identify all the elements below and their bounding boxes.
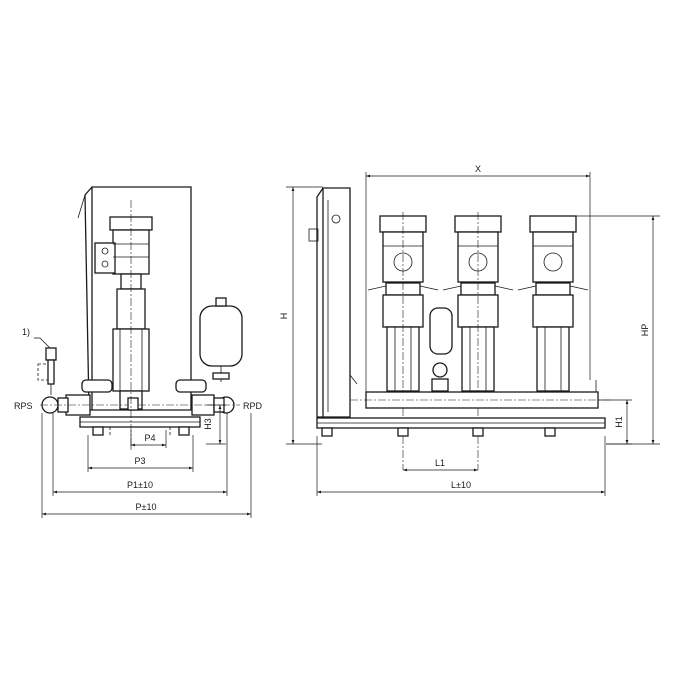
label-note-1: 1) xyxy=(22,327,30,337)
label-p3: P3 xyxy=(134,456,145,466)
front-pump-3 xyxy=(517,215,589,392)
front-view xyxy=(286,172,660,496)
front-pump-1 xyxy=(367,212,439,470)
label-p: P±10 xyxy=(136,502,157,512)
label-x: X xyxy=(475,164,481,174)
label-hp: HP xyxy=(640,324,650,337)
label-l1: L1 xyxy=(435,458,445,468)
label-l: L±10 xyxy=(451,480,471,490)
side-dimensions xyxy=(41,404,252,518)
label-rpd: RPD xyxy=(243,401,263,411)
label-p1: P1±10 xyxy=(127,480,153,490)
label-h3: H3 xyxy=(203,418,213,430)
side-base-frame xyxy=(79,416,201,437)
label-rps: RPS xyxy=(14,401,33,411)
front-base-frame xyxy=(316,417,606,437)
front-dimensions xyxy=(286,172,660,496)
front-pump-2 xyxy=(442,212,514,470)
label-h: H xyxy=(279,313,289,320)
labels: 1) RPS RPD P4 H3 P3 P1±10 P±10 X H HP H1… xyxy=(14,164,650,512)
front-expansion-vessel xyxy=(429,307,453,392)
side-motor xyxy=(94,216,153,275)
side-view xyxy=(34,186,252,518)
expansion-vessel xyxy=(199,297,243,382)
label-p4: P4 xyxy=(144,433,155,443)
control-cabinet xyxy=(77,186,192,411)
pressure-sensor xyxy=(34,337,57,395)
front-control-cabinet xyxy=(308,187,358,418)
label-h1: H1 xyxy=(614,416,624,428)
